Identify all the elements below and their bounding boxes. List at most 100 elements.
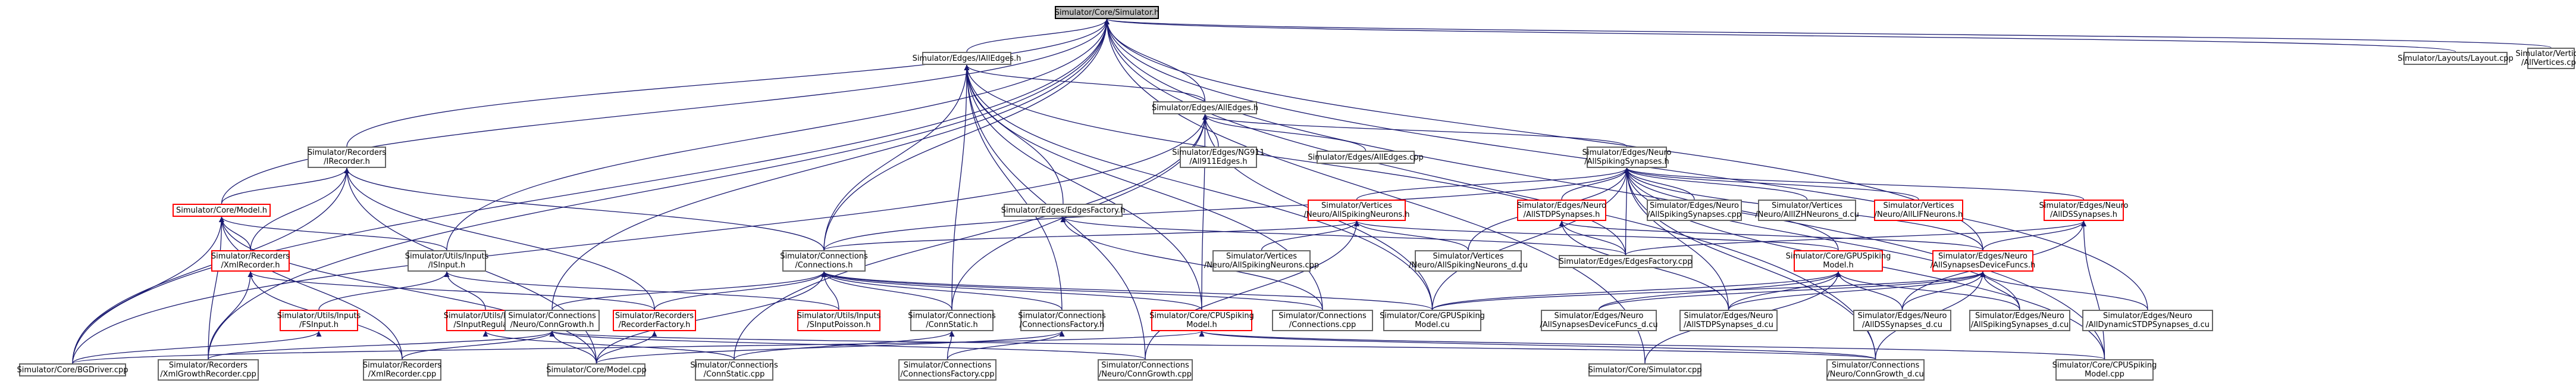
graph-node-allspikingneurons-cu[interactable]: Simulator/Vertices/Neuro/AllSpikingNeuro… (1409, 250, 1528, 272)
edge-connfactory-h-to-connfactory-cpp (947, 331, 1065, 360)
graph-node-sinputpoisson-h[interactable]: Simulator/Utils/Inputs/SInputPoisson.h (797, 310, 880, 331)
graph-node-allds-cu[interactable]: Simulator/Edges/Neuro/AllDSSynapses_d.cu (1853, 310, 1951, 331)
graph-node-connstatic-cpp[interactable]: Simulator/Connections/ConnStatic.cpp (690, 359, 778, 381)
node-label-line: Simulator/Connections (690, 361, 778, 370)
graph-node-connections-cpp[interactable]: Simulator/Connections/Connections.cpp (1272, 310, 1373, 331)
node-label-line: /RecorderFactory.h (618, 320, 691, 329)
node-label-line: Simulator/Connections (903, 361, 992, 370)
node-label-line: Simulator/Edges/IAllEdges.h (912, 54, 1021, 63)
graph-node-allvertices-cpp[interactable]: Simulator/Vertices/AllVertices.cpp (2516, 48, 2576, 69)
graph-node-allstdp-h[interactable]: Simulator/Edges/Neuro/AllSTDPSynapses.h (1517, 200, 1606, 221)
edge-devicefuncs-h-to-gpuspiking-cu (1431, 271, 1986, 310)
edge-devicefuncs-h-to-allspiking-cu (1980, 271, 2020, 310)
edge-simulator-h-to-bgdriver-cpp (72, 18, 1110, 364)
edge-simulator-h-to-allvertices-cpp (1104, 18, 2552, 48)
node-label-line: /ISInput.h (428, 261, 466, 270)
node-label-line: /XmlRecorder.cpp (368, 370, 437, 379)
edge-cpuspiking-h-to-bgdriver-cpp (72, 331, 1204, 364)
graph-node-alldynstdp-cu[interactable]: Simulator/Edges/Neuro/AllDynamicSTDPSyna… (2082, 310, 2213, 331)
edge-conngrowth-h-to-xmlgrowth-cpp (208, 331, 555, 360)
graph-node-fsinput-h[interactable]: Simulator/Utils/Inputs/FSInput.h (277, 310, 361, 331)
edge-allspikingneurons-h-to-allspikingneurons-cu (1354, 220, 1469, 251)
graph-node-connstatic-h[interactable]: Simulator/Connections/ConnStatic.h (908, 310, 996, 331)
graph-node-alledges-h[interactable]: Simulator/Edges/AllEdges.h (1152, 101, 1258, 114)
graph-node-layout-cpp[interactable]: Simulator/Layouts/Layout.cpp (2398, 52, 2514, 65)
edge-model-h-to-isinput-h (219, 216, 447, 251)
edge-devicefuncs-h-to-allstdp-cu (1728, 271, 1986, 310)
graph-node-allspiking-h[interactable]: Simulator/Edges/Neuro/AllSpikingSynapses… (1582, 147, 1671, 168)
edge-model-h-to-bgdriver-cpp (72, 216, 225, 364)
node-label-line: Simulator/Utils/Inputs (797, 312, 881, 320)
graph-node-model-h[interactable]: Simulator/Core/Model.h (173, 204, 271, 217)
graph-node-xmlrecorder-cpp[interactable]: Simulator/Recorders/XmlRecorder.cpp (363, 359, 441, 381)
node-label-line: Simulator/Edges/Neuro (1857, 312, 1947, 320)
node-label-line: Simulator/Vertices (1226, 252, 1297, 261)
graph-node-allds-h[interactable]: Simulator/Edges/Neuro/AllDSSynapses.h (2039, 200, 2128, 221)
edge-gpuspiking-h-to-gpuspiking-cu (1431, 271, 1841, 310)
graph-node-xmlgrowth-cpp[interactable]: Simulator/Recorders/XmlGrowthRecorder.cp… (158, 359, 259, 381)
node-label-line: /Neuro/AllSpikingNeurons.h (1303, 210, 1410, 219)
graph-node-allizh-cu[interactable]: Simulator/Vertices/Neuro/AllIZHNeurons_d… (1755, 200, 1859, 221)
edge-irecorder-h-to-xmlrecorder-h (250, 167, 350, 251)
node-label-line: /AllVertices.cpp (2521, 58, 2576, 67)
graph-node-allspikingneurons-cpp[interactable]: Simulator/Vertices/Neuro/AllSpikingNeuro… (1204, 250, 1319, 272)
node-label-line: Simulator/Vertices (1433, 252, 1504, 261)
edge-allspiking-h-to-alllif-h (1624, 167, 1919, 200)
edge-allds-h-to-cpuspiking-cpp (2080, 220, 2105, 360)
graph-node-devicefuncs-cu[interactable]: Simulator/Edges/Neuro/AllSynapsesDeviceF… (1540, 310, 1658, 331)
edge-sinputregular-h-to-connstatic-cpp (482, 331, 735, 360)
edge-connstatic-h-to-connfactory-cpp (947, 331, 955, 360)
node-label-line: Simulator/Edges/Neuro (1650, 201, 1739, 210)
node-label-line: /SInputPoisson.h (807, 320, 871, 329)
graph-node-conngrowth-h[interactable]: Simulator/Connections/Neuro/ConnGrowth.h (504, 310, 600, 331)
graph-node-allspiking-cu[interactable]: Simulator/Edges/Neuro/AllSpikingSynapses… (1969, 310, 2070, 331)
graph-node-simulator-h: Simulator/Core/Simulator.h (1055, 6, 1159, 19)
graph-node-edgesfactory-h[interactable]: Simulator/Edges/EdgesFactory.h (1001, 204, 1125, 217)
graph-node-isinput-h[interactable]: Simulator/Utils/Inputs/ISInput.h (405, 250, 488, 272)
node-label-line: Simulator/Edges/Neuro (1975, 312, 2064, 320)
graph-node-model-cpp[interactable]: Simulator/Core/Model.cpp (546, 363, 647, 376)
graph-node-connections-h[interactable]: Simulator/Connections/Connections.h (780, 250, 868, 272)
node-label-line: /AllSpikingSynapses.cpp (1647, 210, 1741, 219)
node-label-line: Simulator/Layouts/Layout.cpp (2398, 54, 2514, 63)
node-label-line: Simulator/Core/GPUSpiking (1785, 252, 1891, 261)
graph-node-ng911-h[interactable]: Simulator/Edges/NG911/All911Edges.h (1172, 147, 1265, 168)
edge-allstdp-h-to-devicefuncs-h (1559, 220, 1983, 251)
graph-node-allspikingneurons-h[interactable]: Simulator/Vertices/Neuro/AllSpikingNeuro… (1304, 200, 1409, 221)
graph-node-bgdriver-cpp[interactable]: Simulator/Core/BGDriver.cpp (17, 363, 128, 376)
graph-node-connfactory-h[interactable]: Simulator/Connections/ConnectionsFactory… (1018, 310, 1106, 331)
node-label-line: Simulator/Connections (1018, 312, 1106, 320)
graph-node-conngrowth-cpp[interactable]: Simulator/Connections/Neuro/ConnGrowth.c… (1098, 359, 1193, 381)
graph-node-irecorder-h[interactable]: Simulator/Recorders/IRecorder.h (308, 147, 386, 168)
edge-allspikingneurons-h-to-allspikingneurons-cpp (1261, 220, 1359, 251)
graph-node-alllif-h[interactable]: Simulator/Vertices/Neuro/AllLIFNeurons.h (1874, 200, 1963, 221)
node-label-line: Simulator/Vertices (1321, 201, 1392, 210)
graph-node-simulator-cpp[interactable]: Simulator/Core/Simulator.cpp (1588, 363, 1701, 376)
graph-node-devicefuncs-h[interactable]: Simulator/Edges/Neuro/AllSynapsesDeviceF… (1931, 250, 2035, 272)
node-label-line: Simulator/Edges/AllEdges.h (1152, 103, 1258, 113)
edge-edgesfactory-h-to-edgesfactory-cpp (1060, 216, 1627, 256)
graph-node-allstdp-cu[interactable]: Simulator/Edges/Neuro/AllSTDPSynapses_d.… (1679, 310, 1778, 331)
edge-allspikingneurons-h-to-connections-h (823, 220, 1359, 251)
node-label-line: /Neuro/ConnGrowth_d.cu (1827, 370, 1924, 379)
node-label-line: Simulator/Vertices (2515, 49, 2576, 58)
graph-node-connfactory-cpp[interactable]: Simulator/Connections/ConnectionsFactory… (898, 359, 996, 381)
node-label-line: Simulator/Connections (1278, 312, 1367, 320)
graph-node-alledges-cpp[interactable]: Simulator/Edges/AllEdges.cpp (1308, 151, 1424, 164)
graph-node-edgesfactory-cpp[interactable]: Simulator/Edges/EdgesFactory.cpp (1559, 255, 1693, 268)
node-label-line: Simulator/Core/CPUSpiking (1149, 312, 1254, 320)
node-label-line: Simulator/Core/Model.h (176, 206, 267, 215)
edge-model-h-to-xmlgrowth-cpp (208, 216, 225, 360)
graph-node-conngrowth-cu[interactable]: Simulator/Connections/Neuro/ConnGrowth_d… (1826, 359, 1925, 381)
edge-alledges-i-to-connstatic-h (951, 64, 970, 310)
graph-node-alledges-i[interactable]: Simulator/Edges/IAllEdges.h (913, 52, 1021, 65)
graph-node-xmlrecorder-h[interactable]: Simulator/Recorders/XmlRecorder.h (211, 250, 290, 272)
graph-node-allspiking-cpp[interactable]: Simulator/Edges/Neuro/AllSpikingSynapses… (1647, 200, 1742, 221)
node-label-line: /AllSpikingSynapses.h (1584, 157, 1669, 166)
graph-node-recorderfactory-h[interactable]: Simulator/Recorders/RecorderFactory.h (613, 310, 696, 331)
